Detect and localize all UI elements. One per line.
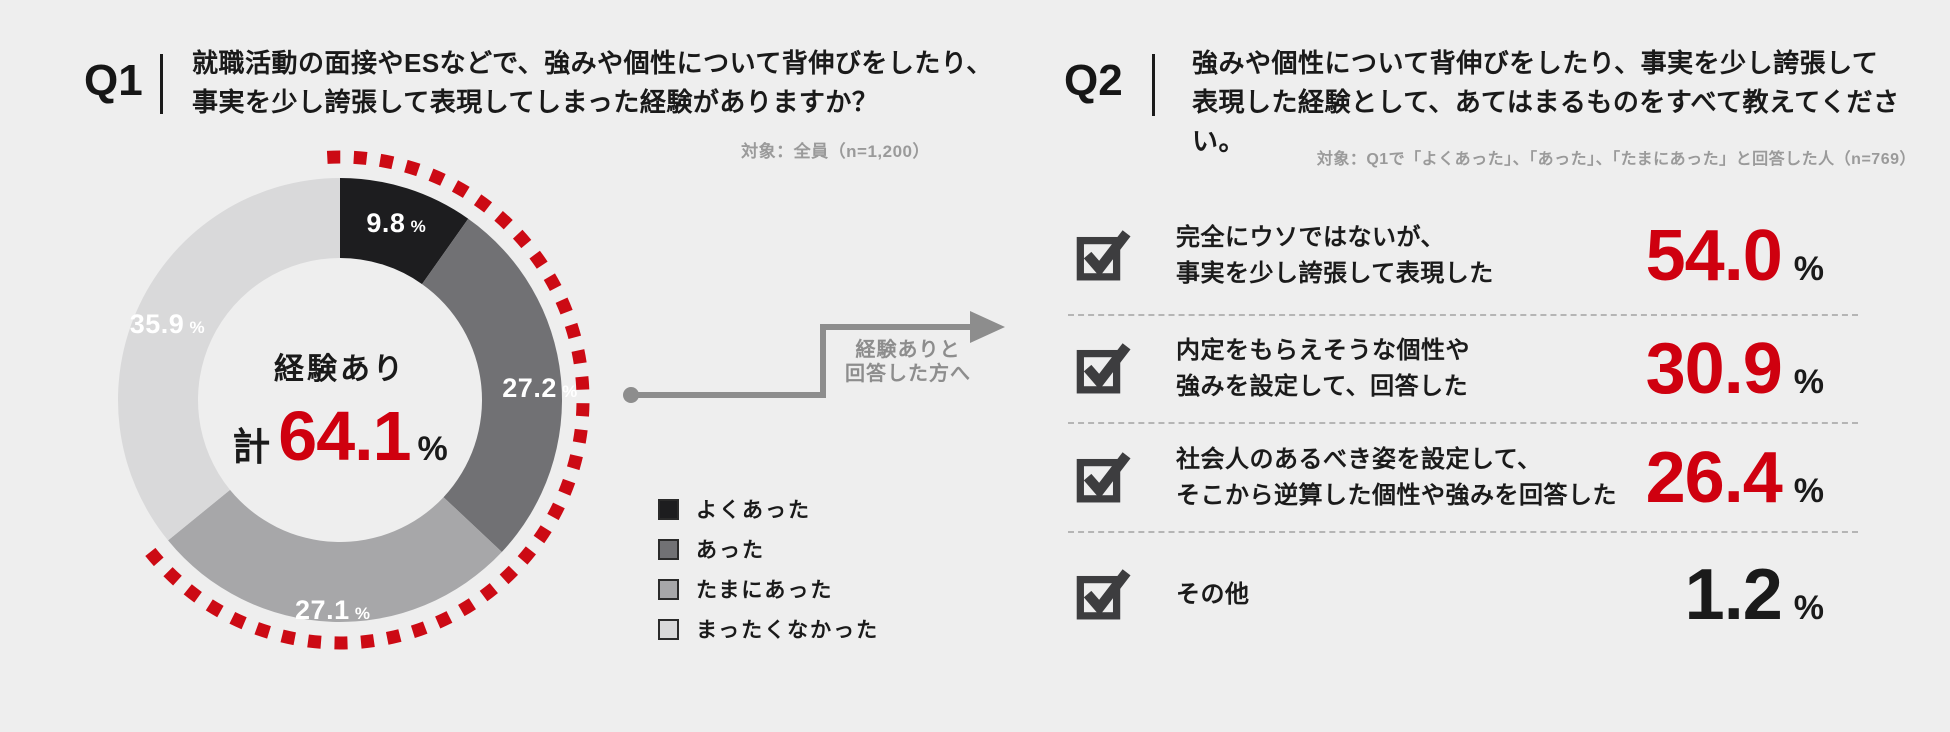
q2-item-text: 社会人のあるべき姿を設定して、 そこから逆算した個性や強みを回答した <box>1176 442 1617 514</box>
q2-item-line2: そこから逆算した個性や強みを回答した <box>1176 481 1617 509</box>
arrow-annotation-line2: 回答した方へ <box>845 363 971 385</box>
checkbox-checked-icon <box>1076 230 1131 281</box>
q2-value-unit: % <box>1793 363 1824 401</box>
q2-item-line1: 社会人のあるべき姿を設定して、 <box>1176 445 1542 473</box>
legend-swatch-icon <box>658 498 679 520</box>
q2-item-line2: 事実を少し誇張して表現した <box>1176 260 1494 287</box>
legend-swatch-icon <box>658 538 679 560</box>
chart-legend: よくあったあったたまにあったまったくなかった <box>658 489 879 649</box>
q2-item-text: その他 <box>1176 577 1250 613</box>
q2-divider <box>1152 54 1155 116</box>
q2-item-line1: その他 <box>1176 581 1250 608</box>
legend-swatch-icon <box>658 618 679 640</box>
q2-item-line1: 完全にウソではないが、 <box>1176 224 1446 251</box>
q2-item-value: 1.2 % <box>1685 554 1858 636</box>
q2-question-line1: 強みや個性について背伸びをしたり、事実を少し誇張して <box>1192 48 1879 78</box>
donut-center-total: 計 64.1 % <box>175 396 505 476</box>
q2-question: 強みや個性について背伸びをしたり、事実を少し誇張して 表現した経験として、あては… <box>1192 44 1950 161</box>
arrow-line <box>631 324 972 398</box>
donut-segment-あった <box>422 218 563 552</box>
donut-segment-value-label: 9.8 % <box>366 208 426 238</box>
q2-item-line1: 内定をもらえそうな個性や <box>1176 337 1470 364</box>
q2-value-unit: % <box>1793 471 1824 510</box>
q1-label: Q1 <box>84 56 143 105</box>
legend-item-たまにあった: たまにあった <box>658 569 879 609</box>
q2-row-3: 社会人のあるべき姿を設定して、 そこから逆算した個性や強みを回答した 26.4 … <box>1068 424 1858 533</box>
q2-item-text: 内定をもらえそうな個性や 強みを設定して、回答した <box>1176 333 1470 405</box>
q2-question-line2: 表現した経験として、あてはまるものをすべて教えてください。 <box>1192 87 1900 156</box>
donut-segment-たまにあった <box>168 489 502 622</box>
donut-center-label: 経験あり 計 64.1 % <box>175 344 505 476</box>
q1-question-line1: 就職活動の面接やESなどで、強みや個性について背伸びをしたり、 <box>192 48 993 78</box>
donut-chart: 9.8 % 27.2 % 27.1 % 35.9 % 経験あり 計 64.1 % <box>80 140 600 660</box>
q2-value-unit: % <box>1793 250 1824 288</box>
arrow-annotation: 経験ありと 回答した方へ <box>833 338 983 386</box>
donut-total-value: 64.1 <box>278 397 411 475</box>
q1-question: 就職活動の面接やESなどで、強みや個性について背伸びをしたり、 事実を少し誇張し… <box>192 44 993 122</box>
legend-label: まったくなかった <box>696 619 880 642</box>
checkbox-checked-icon <box>1076 451 1131 502</box>
legend-label: あった <box>696 539 765 562</box>
q2-item-text: 完全にウソではないが、 事実を少し誇張して表現した <box>1176 220 1494 292</box>
q2-label: Q2 <box>1064 56 1123 105</box>
arrow-head-icon <box>970 311 1005 343</box>
legend-item-まったくなかった: まったくなかった <box>658 609 879 649</box>
legend-label: たまにあった <box>696 579 834 602</box>
legend-label: よくあった <box>696 499 811 522</box>
q2-item-line2: 強みを設定して、回答した <box>1176 373 1469 400</box>
q2-value-number: 54.0 <box>1645 216 1783 296</box>
q2-value-number: 30.9 <box>1645 329 1783 409</box>
donut-total-prefix: 計 <box>232 427 271 469</box>
legend-item-よくあった: よくあった <box>658 489 879 529</box>
q2-answer-list: 完全にウソではないが、 事実を少し誇張して表現した 54.0 % 内定をもらえそ… <box>1068 198 1858 657</box>
q2-value-unit: % <box>1793 589 1824 627</box>
q2-item-value: 26.4 % <box>1646 437 1858 519</box>
q2-row-1: 完全にウソではないが、 事実を少し誇張して表現した 54.0 % <box>1068 198 1858 316</box>
q1-divider <box>160 54 163 114</box>
checkbox-checked-icon <box>1076 569 1131 620</box>
q2-value-number: 26.4 <box>1645 437 1783 518</box>
donut-segment-value-label: 35.9 % <box>130 309 205 339</box>
q1-target-note: 対象：全員（n=1,200） <box>741 142 930 161</box>
donut-segment-value-label: 27.1 % <box>295 595 370 625</box>
q2-target-note: 対象：Q1で「よくあった」、「あった」、「たまにあった」と回答した人（n=769… <box>1316 151 1916 168</box>
donut-center-title: 経験あり <box>274 353 406 386</box>
donut-total-unit: % <box>417 430 448 468</box>
donut-chart-svg: 9.8 % 27.2 % 27.1 % 35.9 % <box>118 150 590 650</box>
q1-question-line2: 事実を少し誇張して表現してしまった経験がありますか？ <box>192 87 879 117</box>
arrow-to-q2 <box>623 311 1005 403</box>
legend-swatch-icon <box>658 578 679 600</box>
checkbox-checked-icon <box>1076 343 1131 394</box>
legend-item-あった: あった <box>658 529 879 569</box>
q2-item-value: 54.0 % <box>1646 215 1858 297</box>
q2-row-4: その他 1.2 % <box>1068 533 1858 657</box>
arrow-annotation-line1: 経験ありと <box>855 339 961 361</box>
donut-segment-value-label: 27.2 % <box>502 373 577 403</box>
donut-segment-よくあった <box>340 178 469 285</box>
q2-row-2: 内定をもらえそうな個性や 強みを設定して、回答した 30.9 % <box>1068 316 1858 424</box>
q2-item-value: 30.9 % <box>1646 328 1858 410</box>
donut-segment-まったくなかった <box>118 178 340 541</box>
q2-value-number: 1.2 <box>1684 555 1783 635</box>
